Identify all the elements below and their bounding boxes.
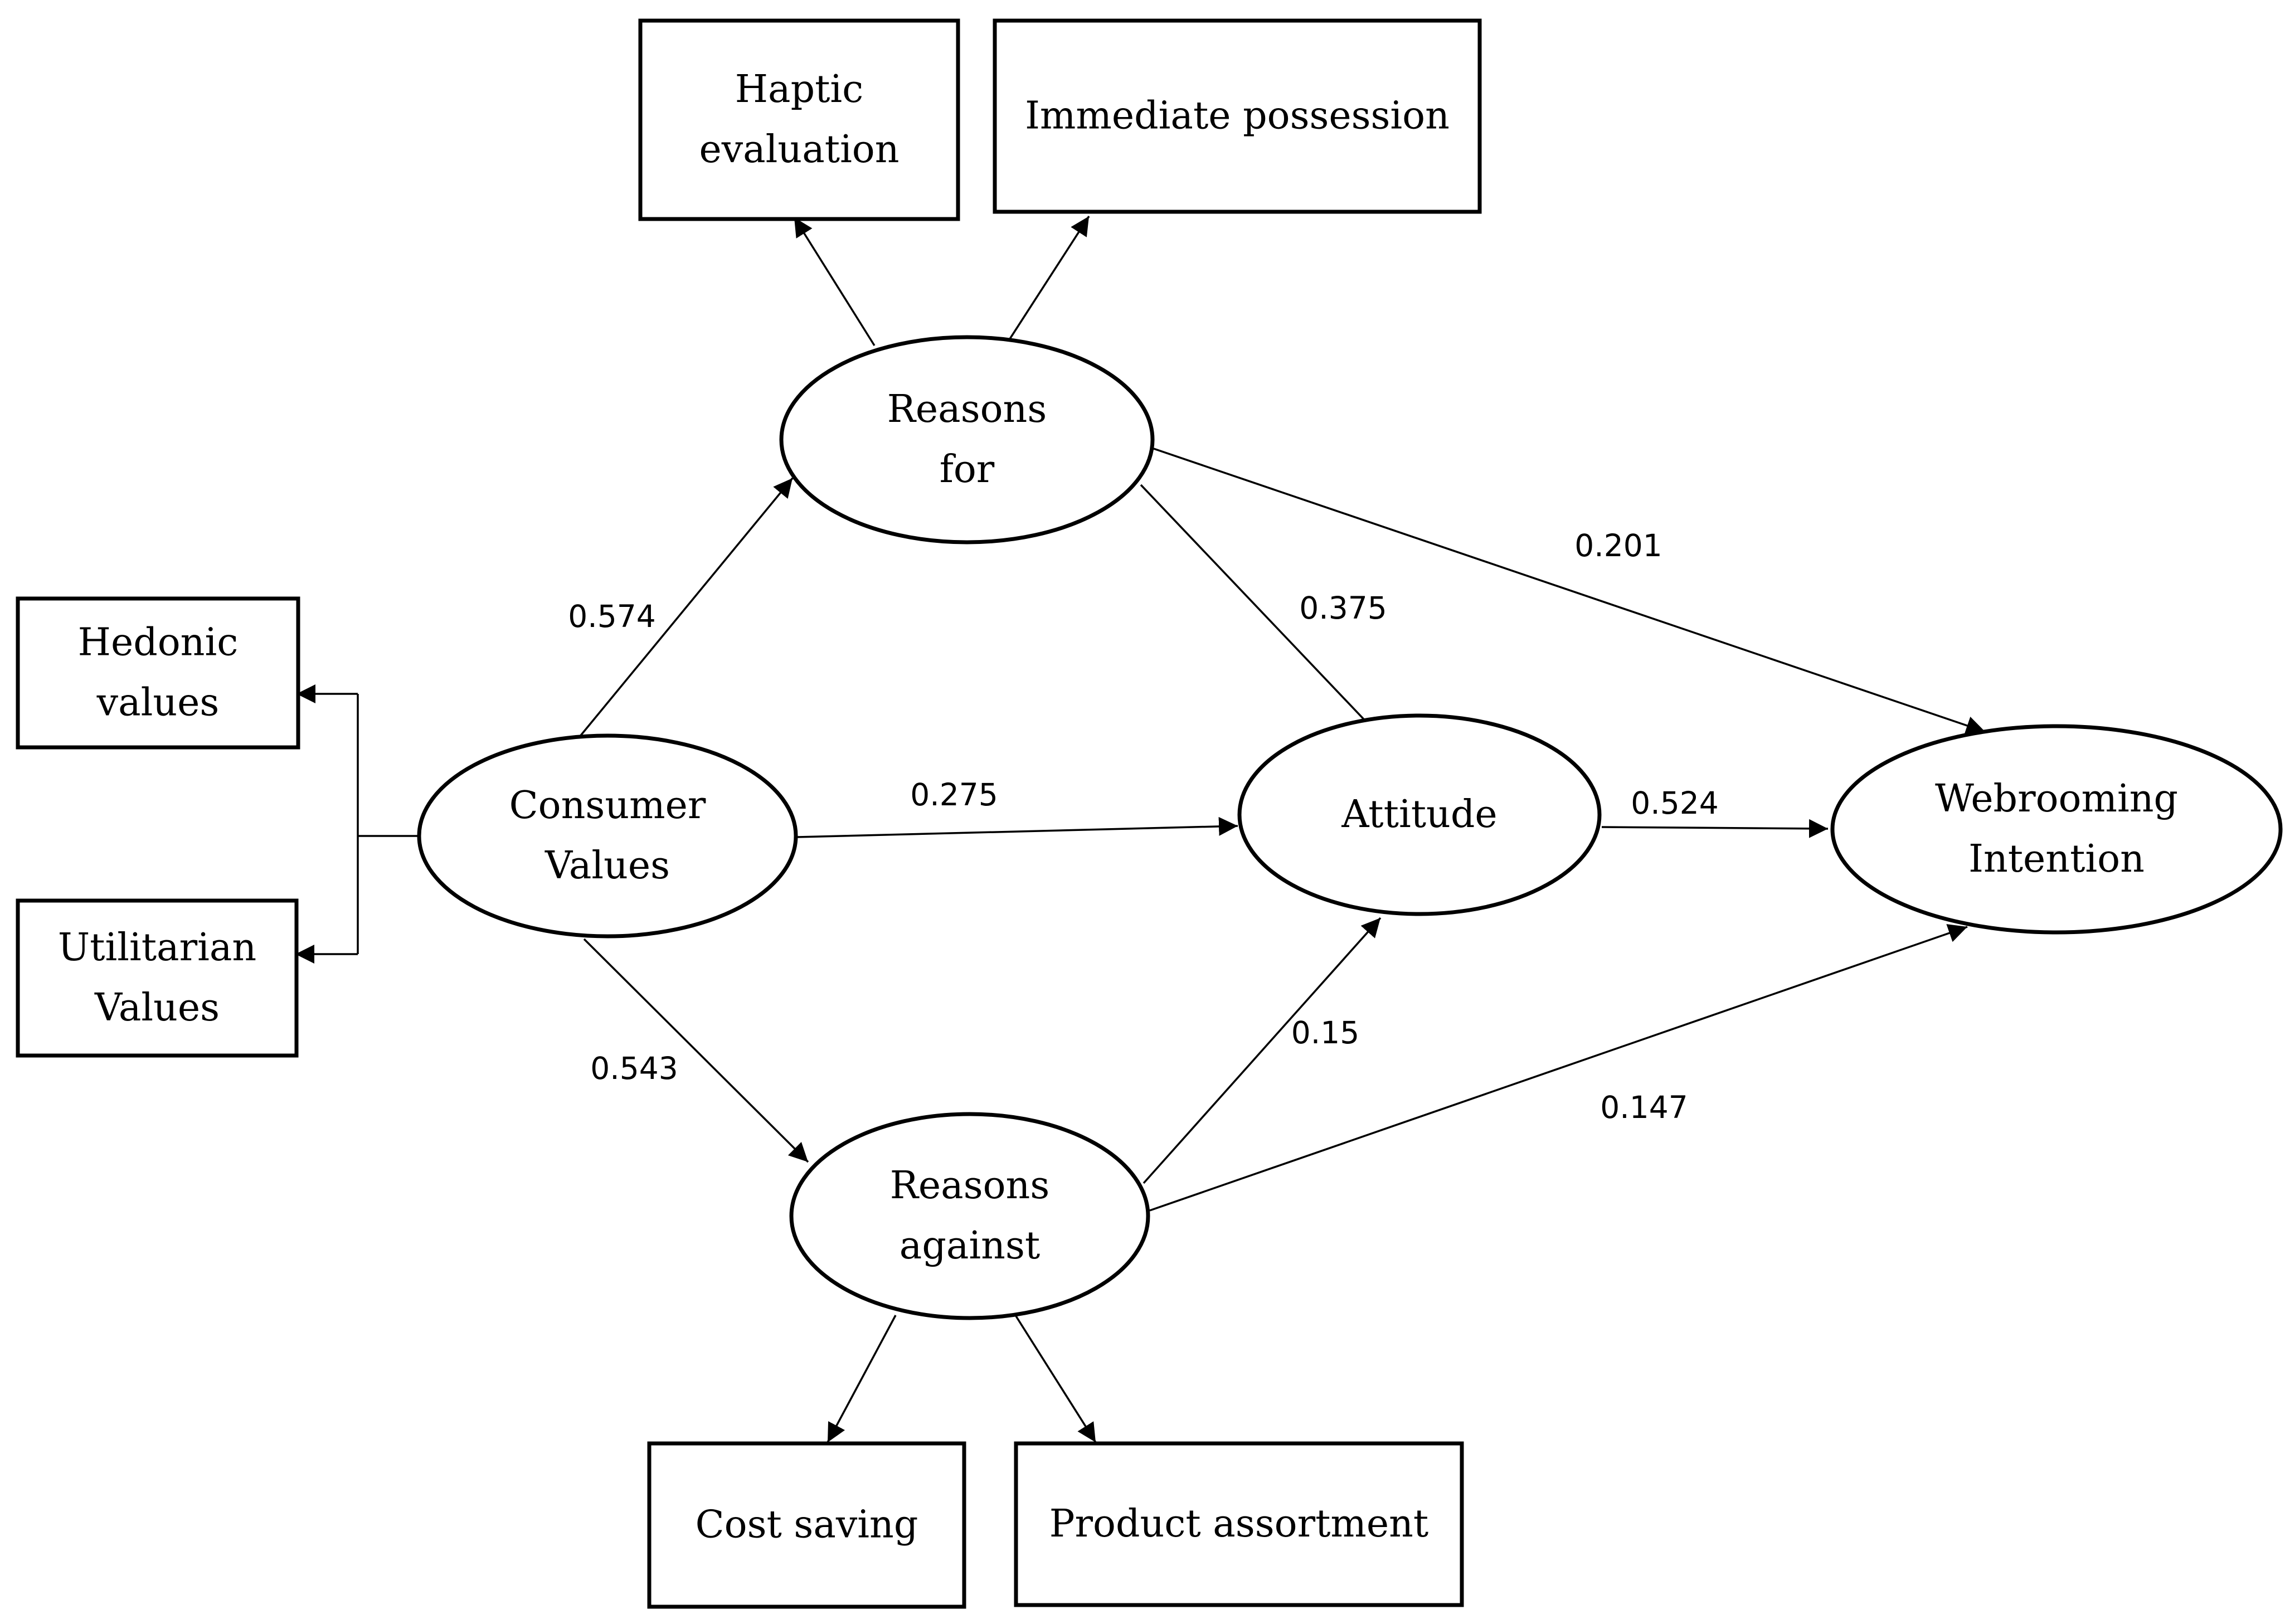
- construct-ellipse: [779, 335, 1155, 544]
- construct-ellipse: [789, 1112, 1150, 1320]
- node-label-line: Values: [94, 986, 220, 1030]
- nodes-layer: Haptic evaluation Immediate possessionHedo…: [16, 18, 2283, 1609]
- node-label-line: Reasons: [890, 1164, 1050, 1208]
- node-reasons-for: Reasons for: [779, 335, 1155, 544]
- arrow-reasons-against-to-webrooming-intention: [1149, 924, 1968, 1212]
- arrow-reasons-for-to-webrooming-intention: [1153, 448, 1986, 735]
- node-haptic-evaluation: Haptic evaluation: [638, 18, 960, 221]
- node-label-line: Haptic: [735, 67, 864, 111]
- node-label-line: Intention: [1968, 837, 2145, 881]
- construct-ellipse: [417, 733, 798, 939]
- construct-ellipse: [1237, 713, 1602, 916]
- arrow-reasons-against-to-cost-saving: [827, 1315, 897, 1443]
- edges-layer: [295, 216, 1986, 1443]
- node-label-line: Immediate possession: [1025, 94, 1450, 138]
- node-attitude: Attitude: [1237, 713, 1602, 916]
- node-label-line: values: [96, 681, 220, 725]
- arrow-attitude-to-webrooming-intention: [1601, 819, 1829, 838]
- node-label-line: evaluation: [699, 128, 899, 172]
- node-label-line: Utilitarian: [58, 926, 256, 970]
- node-reasons-against: Reasons against: [789, 1112, 1150, 1320]
- coef-consumer-values-to-attitude: 0.275: [910, 777, 998, 813]
- coefficient-labels-layer: 0.574 0.275 0.543 0.375 0.201 0.524 0.15 0.147: [568, 528, 1718, 1125]
- indicator-box: [1014, 1441, 1464, 1607]
- arrow-reasons-against-to-attitude: [1142, 917, 1382, 1184]
- indicator-box: [638, 18, 960, 221]
- node-label-line: Product assortment: [1049, 1502, 1429, 1546]
- node-label-line: Hedonic: [78, 621, 239, 665]
- node-label-line: for: [940, 448, 995, 492]
- arrow-reasons-for-to-attitude: [1140, 484, 1382, 738]
- node-immediate-possession: Immediate possession: [993, 18, 1482, 214]
- arrow-reasons-for-to-haptic-evaluation: [793, 217, 876, 346]
- node-hedonic-values: Hedonic values: [16, 596, 300, 750]
- coef-reasons-against-to-webrooming-intention: 0.147: [1600, 1090, 1688, 1125]
- indicator-box: [16, 898, 299, 1058]
- arrow-consumer-values-to-reasons-for: [578, 477, 794, 738]
- coef-reasons-for-to-attitude: 0.375: [1299, 590, 1387, 626]
- arrow-consumer-values-to-reasons-against: [583, 938, 809, 1163]
- node-label-line: Values: [544, 844, 670, 888]
- construct-ellipse: [1830, 724, 2283, 935]
- node-label-line: Webrooming: [1935, 777, 2178, 821]
- node-label-line: Attitude: [1341, 792, 1497, 837]
- indicator-box: [647, 1441, 966, 1609]
- indicator-box: [16, 596, 300, 750]
- coef-reasons-against-to-attitude: 0.15: [1291, 1015, 1359, 1051]
- node-label-line: Reasons: [887, 387, 1047, 431]
- coef-consumer-values-to-reasons-against: 0.543: [590, 1051, 678, 1086]
- node-label-line: Cost saving: [696, 1503, 918, 1547]
- node-label-line: Consumer: [509, 784, 706, 828]
- coef-consumer-values-to-reasons-for: 0.574: [568, 599, 655, 634]
- node-product-assortment: Product assortment: [1014, 1441, 1464, 1607]
- indicator-box: [993, 18, 1482, 214]
- coef-reasons-for-to-webrooming-intention: 0.201: [1574, 528, 1662, 563]
- arrow-reasons-for-to-immediate-possession: [1009, 216, 1090, 339]
- coef-attitude-to-webrooming-intention: 0.524: [1631, 785, 1718, 821]
- node-label-line: against: [900, 1224, 1040, 1268]
- arrow-consumer-values-to-attitude: [796, 816, 1238, 838]
- node-cost-saving: Cost saving: [647, 1441, 966, 1609]
- arrow-reasons-against-to-product-assortment: [1014, 1315, 1097, 1443]
